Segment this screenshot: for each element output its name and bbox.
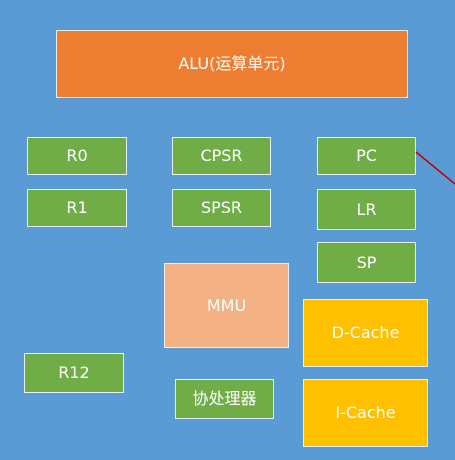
- register-r12: R12: [24, 353, 124, 393]
- mmu-block: MMU: [164, 263, 289, 348]
- register-sp-label: SP: [356, 252, 377, 272]
- register-sp: SP: [317, 242, 416, 283]
- register-cpsr-label: CPSR: [200, 146, 243, 165]
- register-r0-label: R0: [66, 146, 88, 165]
- register-spsr-label: SPSR: [200, 198, 243, 217]
- register-pc: PC: [317, 137, 416, 175]
- i-cache-label: I-Cache: [335, 403, 396, 422]
- register-r1: R1: [27, 189, 127, 227]
- i-cache-block: I-Cache: [303, 379, 428, 447]
- alu-block: ALU(运算单元): [56, 30, 408, 98]
- register-r12-label: R12: [58, 363, 90, 382]
- coprocessor-label: 协处理器: [192, 389, 257, 408]
- register-lr: LR: [317, 189, 416, 230]
- d-cache-block: D-Cache: [303, 299, 428, 367]
- pc-connector-line: [415, 151, 455, 185]
- d-cache-label: D-Cache: [331, 323, 400, 342]
- register-spsr: SPSR: [172, 189, 271, 227]
- register-pc-label: PC: [356, 146, 377, 165]
- register-cpsr: CPSR: [172, 137, 271, 175]
- coprocessor-block: 协处理器: [175, 379, 274, 419]
- mmu-label: MMU: [206, 295, 247, 315]
- alu-label: ALU(运算单元): [178, 54, 286, 73]
- register-lr-label: LR: [356, 199, 377, 219]
- register-r1-label: R1: [66, 198, 88, 217]
- register-r0: R0: [27, 137, 127, 175]
